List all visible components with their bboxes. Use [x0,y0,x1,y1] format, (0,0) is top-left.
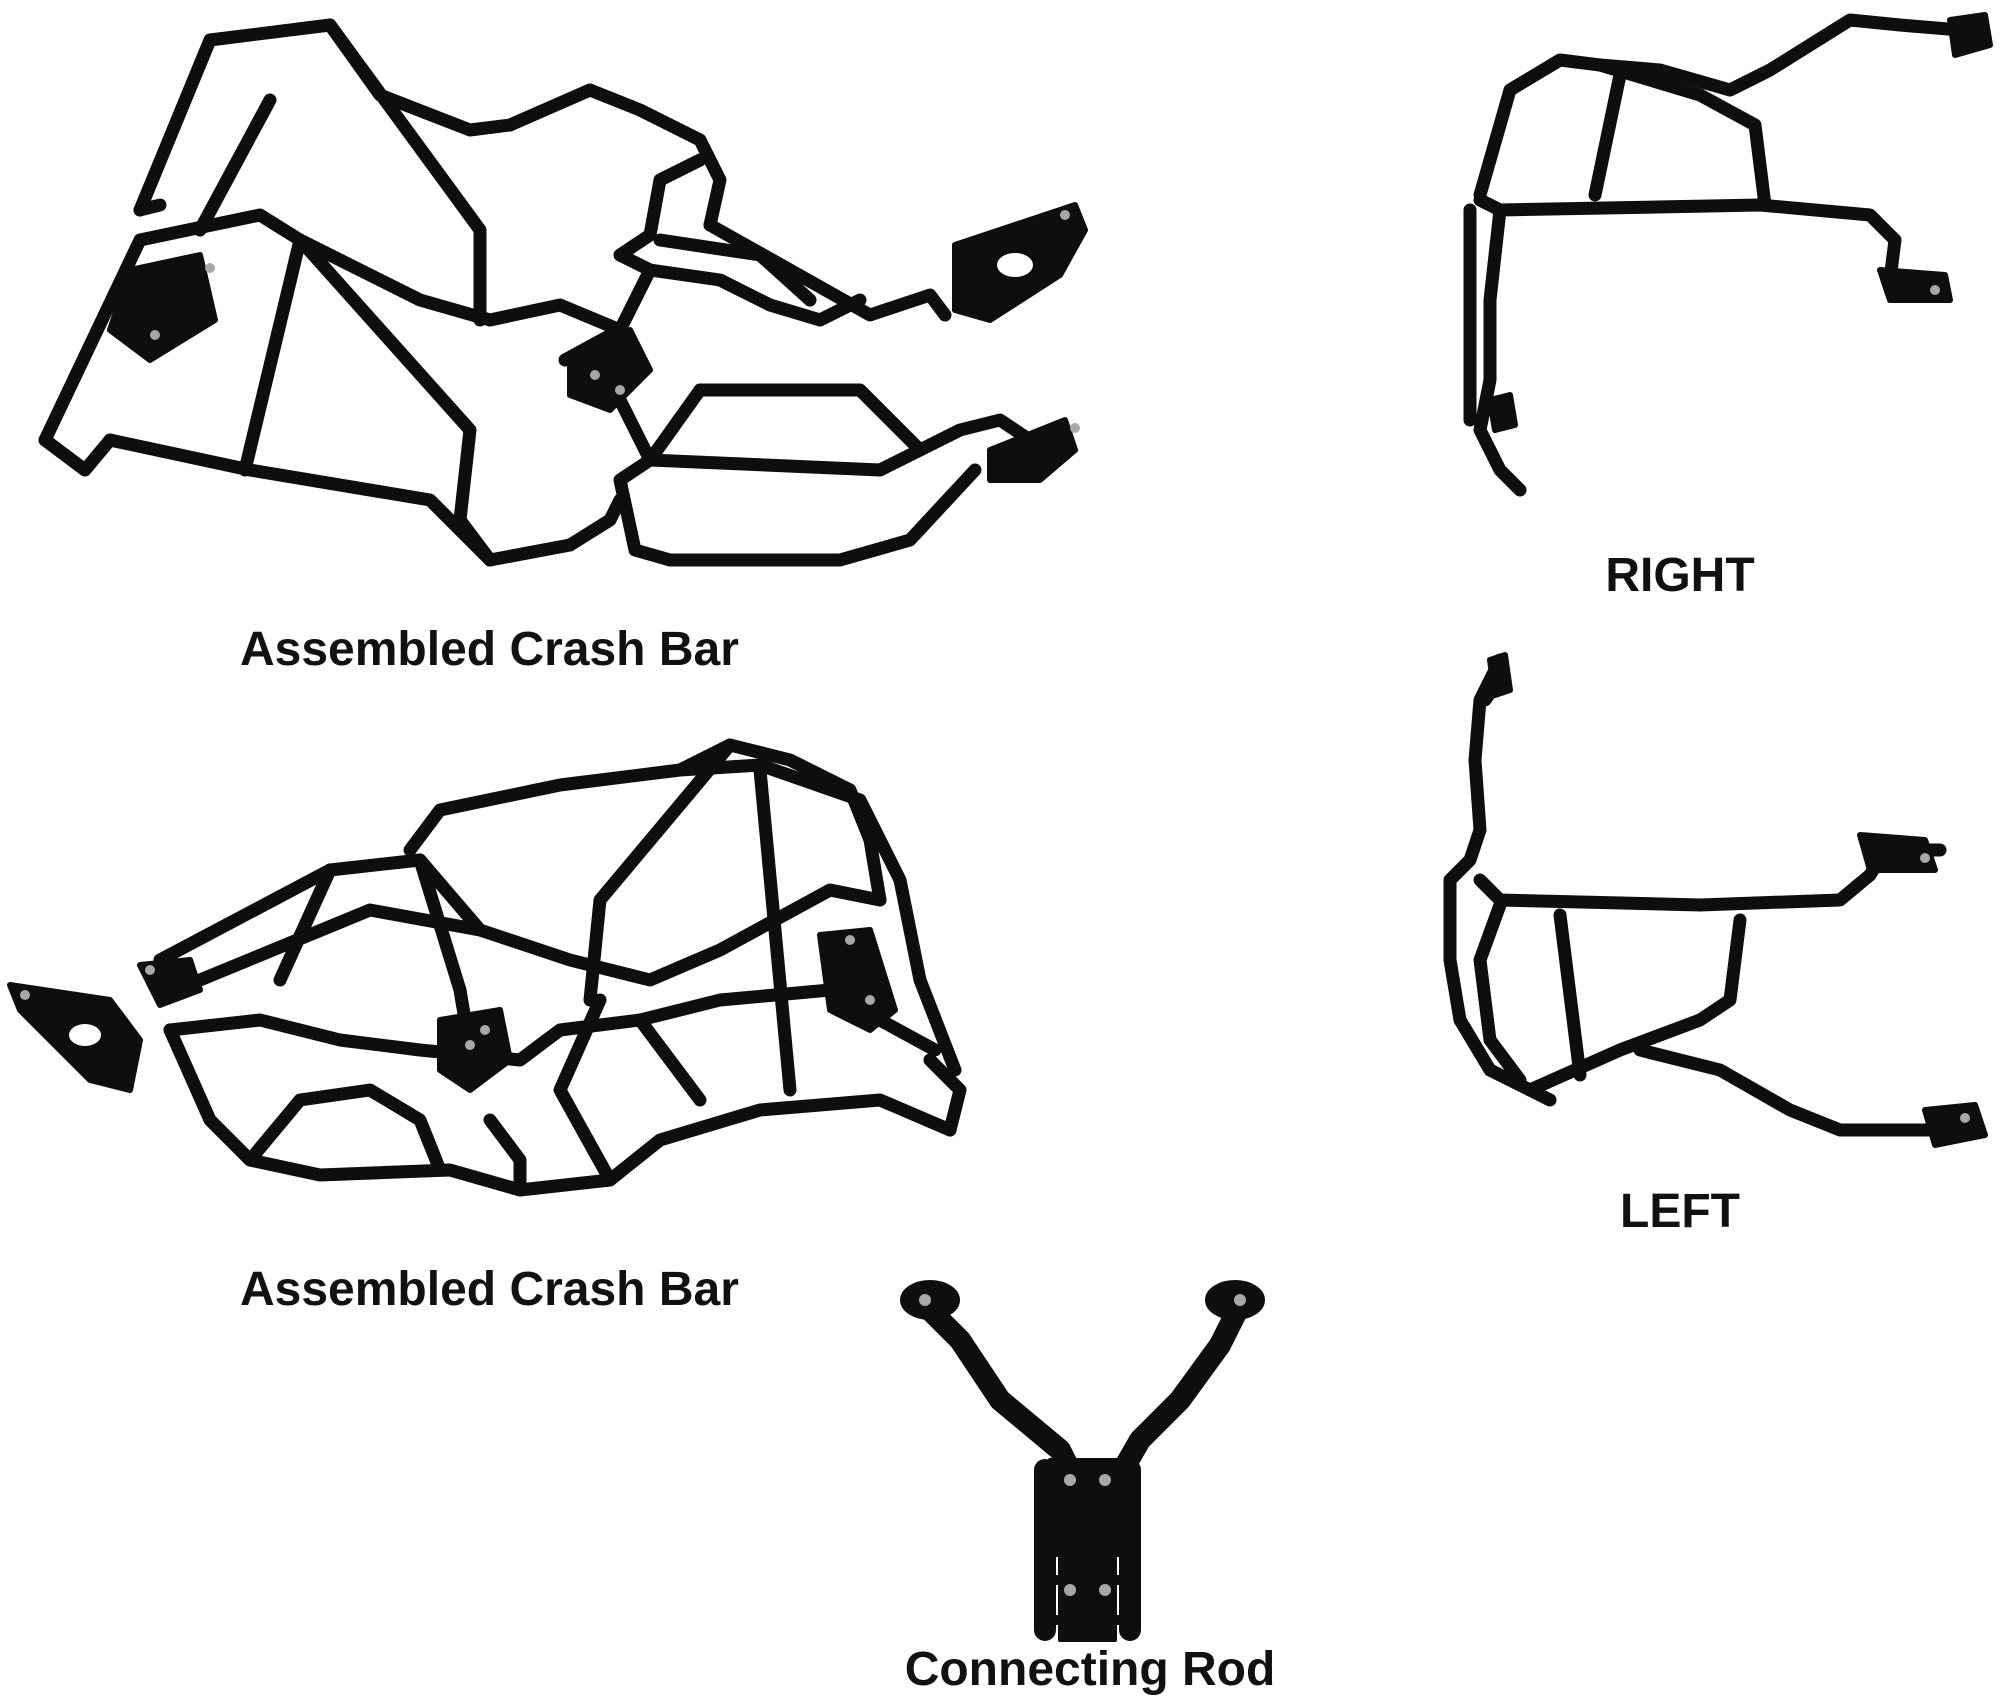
left-crash-bar [1443,653,1967,1137]
mount-brackets-top [107,202,1088,483]
caption-assembled-crash-bar-bottom: Assembled Crash Bar [240,1263,739,1316]
caption-assembled-crash-bar-top: Assembled Crash Bar [240,623,739,676]
bolts [20,210,1970,1596]
right-crash-bar [1463,13,1967,497]
caption-right: RIGHT [1605,549,1755,602]
bracket-holes [69,253,1033,1046]
connecting-rod-rungs [1035,1495,1140,1625]
assembled-crash-bar-bottom [153,738,967,1197]
left-brackets [1487,652,1988,1148]
caption-left: LEFT [1620,1185,1740,1238]
right-brackets [1487,12,1993,433]
caption-connecting-rod: Connecting Rod [904,1643,1276,1696]
